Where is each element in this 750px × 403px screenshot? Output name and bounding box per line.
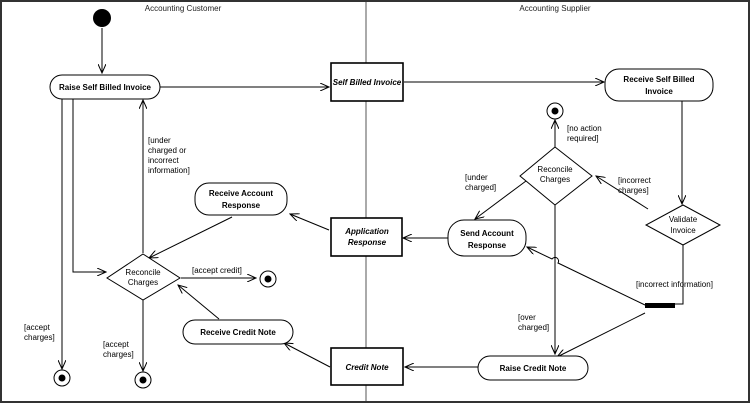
final-node-bottom-left-dot — [58, 374, 66, 382]
self-billed-invoice-object-label: Self Billed Invoice — [333, 78, 402, 87]
application-response-object-label-2: Response — [348, 238, 387, 247]
receive-account-response-label-1: Receive Account — [209, 189, 274, 198]
receive-self-billed-invoice-label-1: Receive Self Billed — [623, 75, 694, 84]
receive-credit-note-label: Receive Credit Note — [200, 328, 276, 337]
guard-under-charged-or-incorrect: [under charged or incorrect information] — [148, 136, 190, 175]
guard-under-charged-1: [under — [465, 173, 488, 182]
guard-under-charged-line-3: incorrect — [148, 156, 179, 165]
guard-no-action-1: [no action — [567, 124, 602, 133]
receive-self-billed-invoice-label-2: Invoice — [645, 87, 673, 96]
edge-raise-to-reconcile — [72, 99, 106, 272]
guard-accept-credit: [accept credit] — [192, 266, 242, 275]
raise-credit-note-label: Raise Credit Note — [500, 364, 567, 373]
guard-accept-charges-left-2: charges] — [24, 333, 55, 342]
guard-incorrect-information: [incorrect information] — [636, 280, 713, 289]
edge-app-response-to-receive — [290, 214, 330, 231]
guard-under-charged-2: charged] — [465, 183, 496, 192]
credit-note-object-label: Credit Note — [345, 363, 389, 372]
receive-account-response-label-2: Response — [222, 201, 261, 210]
receive-self-billed-invoice-action — [604, 68, 714, 102]
final-node-accept-credit-dot — [264, 275, 272, 283]
reconcile-charges-customer-decision — [106, 253, 181, 301]
edge-credit-note-to-receive — [284, 343, 331, 368]
guard-accept-charges-left-1: [accept — [24, 323, 51, 332]
raise-self-billed-invoice-label: Raise Self Billed Invoice — [59, 83, 152, 92]
raise-self-billed-invoice-action — [49, 74, 161, 100]
receive-credit-note-action — [182, 319, 294, 345]
self-billed-invoice-object — [330, 62, 404, 102]
application-response-object — [330, 217, 403, 257]
edge-validate-to-reconcile — [596, 176, 649, 210]
guard-no-action-2: required] — [567, 134, 599, 143]
edge-receive-account-to-reconcile — [149, 216, 233, 258]
guard-over-charged-1: [over — [518, 313, 536, 322]
guard-incorrect-charges-2: charges] — [618, 186, 649, 195]
raise-credit-note-action — [477, 355, 589, 381]
send-account-response-label-1: Send Account — [460, 229, 514, 238]
final-node-no-action-dot — [551, 107, 559, 115]
guard-under-charged-line-2: charged or — [148, 146, 187, 155]
reconcile-charges-supplier-label-1: Reconcile — [537, 165, 573, 174]
guard-accept-charges-mid-2: charges] — [103, 350, 134, 359]
edge-validate-to-fork — [674, 245, 684, 305]
reconcile-charges-supplier-label-2: Charges — [540, 175, 570, 184]
guard-incorrect-charges-1: [incorrect — [618, 176, 652, 185]
fork-bar — [645, 303, 675, 308]
swimlane-header-supplier: Accounting Supplier — [519, 4, 590, 13]
guard-accept-charges-mid-1: [accept — [103, 340, 130, 349]
edge-fork-to-raise-credit — [557, 312, 646, 357]
reconcile-charges-supplier-decision — [519, 146, 593, 206]
final-node-bottom-middle-dot — [139, 376, 147, 384]
initial-node — [93, 9, 111, 27]
validate-invoice-decision — [644, 204, 722, 246]
send-account-response-action — [447, 219, 527, 257]
edge-fork-to-send-response — [527, 247, 646, 306]
credit-note-object — [330, 347, 404, 386]
receive-account-response-action — [194, 182, 288, 216]
validate-invoice-label-1: Validate — [669, 215, 698, 224]
edge-receive-credit-to-reconcile — [178, 285, 220, 320]
reconcile-charges-customer-label-1: Reconcile — [125, 268, 161, 277]
guard-under-charged-line-1: [under — [148, 136, 171, 145]
validate-invoice-label-2: Invoice — [670, 226, 696, 235]
edge-reconcile-to-send-response — [475, 180, 527, 219]
application-response-object-label-1: Application — [344, 227, 389, 236]
guard-under-charged-line-4: information] — [148, 166, 190, 175]
send-account-response-label-2: Response — [468, 241, 507, 250]
swimlane-header-customer: Accounting Customer — [145, 4, 222, 13]
reconcile-charges-customer-label-2: Charges — [128, 278, 158, 287]
guard-over-charged-2: charged] — [518, 323, 549, 332]
